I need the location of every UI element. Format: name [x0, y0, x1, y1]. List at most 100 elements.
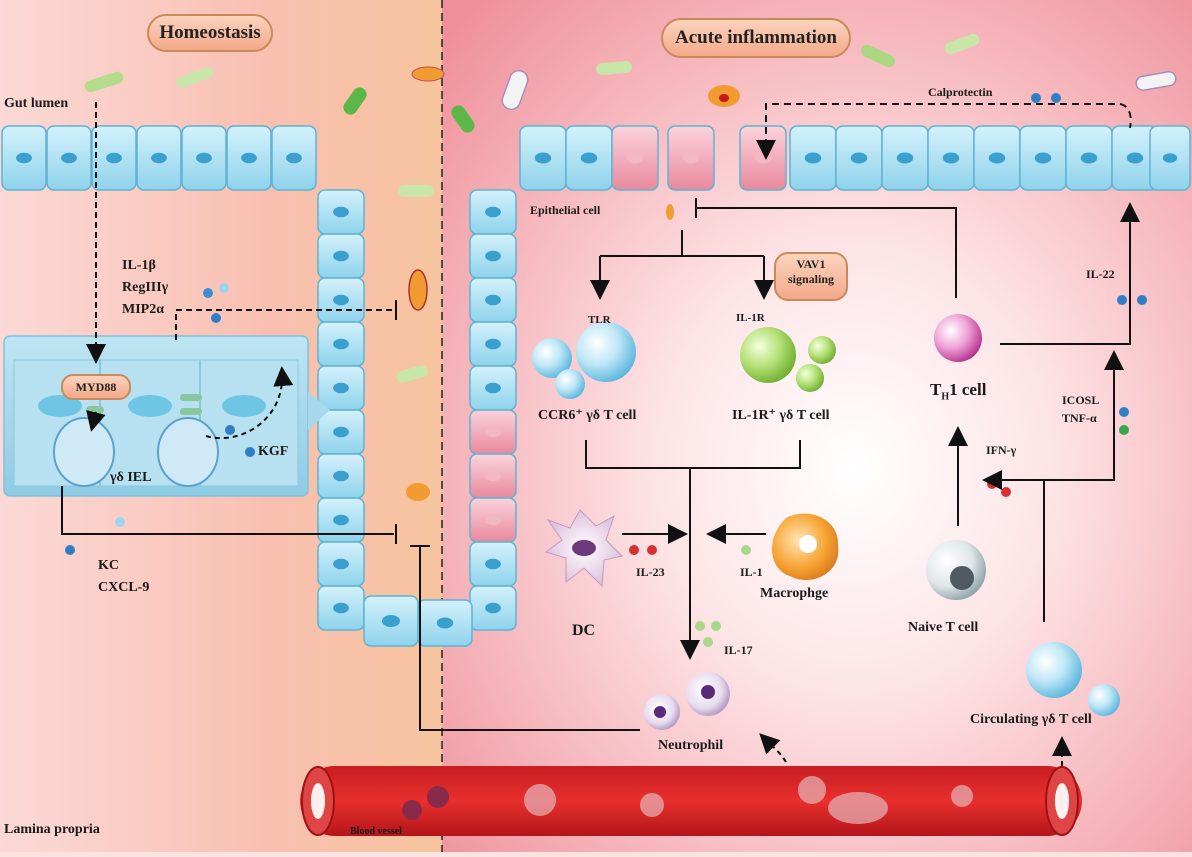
- epithelial-cell: [46, 125, 92, 191]
- epithelial-cell-label: Epithelial cell: [530, 203, 601, 217]
- ccr6-cell-label: CCR6⁺ γδ T cell: [538, 408, 637, 423]
- iel-cell-2: [157, 417, 219, 487]
- gut-lumen-label: Gut lumen: [4, 96, 69, 111]
- lamina-propria-label: Lamina propria: [4, 822, 100, 837]
- tlr-label: TLR: [588, 314, 611, 326]
- crypt-cell: [469, 409, 517, 455]
- myd88-label: MYD88: [61, 374, 131, 400]
- crypt-cell: [417, 599, 473, 647]
- neutrophil-label: Neutrophil: [658, 738, 724, 753]
- epithelial-cell: [789, 125, 837, 191]
- il22-label: IL-22: [1086, 267, 1115, 281]
- crypt-cell: [469, 321, 517, 367]
- crypt-cell: [469, 541, 517, 587]
- epithelial-cell: [973, 125, 1021, 191]
- crypt-cell: [469, 233, 517, 279]
- mip2a-label: MIP2α: [122, 302, 165, 317]
- macrophage-label: Macrophge: [760, 586, 829, 601]
- vav1-label-line1: VAV1: [796, 257, 826, 271]
- ifng-label: IFN-γ: [986, 443, 1017, 457]
- epithelial-cell: [519, 125, 567, 191]
- epithelial-cell: [1111, 125, 1159, 191]
- dendritic-cell: [544, 509, 623, 588]
- blood-vessel: [300, 766, 1082, 836]
- epithelial-cell: [181, 125, 227, 191]
- epithelial-cell: [91, 125, 137, 191]
- cxcl9-label: CXCL-9: [98, 580, 150, 595]
- crypt-cell: [469, 365, 517, 411]
- crypt-cell: [317, 233, 365, 279]
- dc-label: DC: [572, 622, 596, 639]
- crypt-cell: [317, 585, 365, 631]
- il1r-cell-cluster: [740, 327, 836, 392]
- epithelial-cell: [927, 125, 975, 191]
- crypt-cell: [363, 595, 419, 647]
- epithelial-cell: [565, 125, 613, 191]
- crypt-cell: [317, 365, 365, 411]
- epithelial-cell: [1, 125, 47, 191]
- th1-h: H: [941, 391, 950, 403]
- il1-label: IL-1: [740, 565, 763, 579]
- gd-iel-label: γδ IEL: [110, 470, 152, 485]
- il1r-label: IL-1R: [736, 312, 765, 324]
- epithelial-cell: [1149, 125, 1191, 191]
- crypt-cell: [317, 321, 365, 367]
- epithelial-cell: [271, 125, 317, 191]
- epithelial-cell: [136, 125, 182, 191]
- calprotectin-label: Calprotectin: [928, 85, 993, 99]
- crypt-cell: [469, 585, 517, 631]
- circulating-gd-cell: [1026, 642, 1120, 716]
- inflammation-title: Acute inflammation: [661, 18, 851, 58]
- crypt-cell: [469, 453, 517, 499]
- epithelial-cell: [611, 125, 659, 191]
- epithelial-cell: [1019, 125, 1067, 191]
- epithelial-cell: [1065, 125, 1113, 191]
- crypt-cell: [317, 497, 365, 543]
- th1-rest: 1 cell: [949, 380, 987, 399]
- naive-t-cell: [926, 540, 986, 600]
- crypt-cell: [469, 189, 517, 235]
- kgf-label: KGF: [258, 444, 289, 459]
- epithelial-cell: [667, 125, 715, 191]
- bacteria-icons: [84, 33, 1177, 501]
- macrophage-cell: [772, 513, 839, 581]
- ccr6-cell-cluster: [532, 322, 636, 399]
- il23-label: IL-23: [636, 565, 665, 579]
- naive-t-label: Naive T cell: [908, 620, 979, 635]
- kc-label: KC: [98, 558, 119, 573]
- homeostasis-title: Homeostasis: [147, 14, 273, 52]
- tnfa-label: TNF-α: [1062, 411, 1097, 425]
- th1-cell: [934, 314, 982, 362]
- crypt-cell: [317, 409, 365, 455]
- pathway-arrows: [61, 102, 1140, 766]
- cytokine-dots: [65, 93, 1147, 647]
- epithelial-cell: [226, 125, 272, 191]
- blood-vessel-label: Blood vessel: [350, 826, 402, 837]
- crypt-cell: [317, 189, 365, 235]
- epithelial-cell: [739, 125, 787, 191]
- vav1-label-line2: signaling: [787, 272, 835, 286]
- regiiig-label: RegIIIγ: [122, 280, 169, 295]
- epithelium-top-left: [1, 125, 317, 191]
- crypt-epithelium: [317, 189, 517, 647]
- th1-cell-label: TH1 cell: [930, 380, 986, 403]
- circulating-gd-label: Circulating γδ T cell: [970, 712, 1092, 727]
- vav1-signaling-label: VAV1 signaling: [774, 252, 848, 301]
- iel-cell-1: [53, 417, 115, 487]
- crypt-cell: [317, 453, 365, 499]
- crypt-cell: [469, 277, 517, 323]
- crypt-cell: [317, 541, 365, 587]
- icosl-label: ICOSL: [1062, 393, 1100, 407]
- epithelium-top-right: [519, 125, 1191, 191]
- il1b-label: IL-1β: [122, 258, 156, 273]
- il17-label: IL-17: [724, 643, 753, 657]
- th1-t: T: [930, 380, 942, 399]
- il1r-cell-label: IL-1R⁺ γδ T cell: [732, 408, 830, 423]
- epithelial-cell: [881, 125, 929, 191]
- crypt-cell: [317, 277, 365, 323]
- neutrophil-cells: [644, 672, 730, 730]
- epithelial-cell: [835, 125, 883, 191]
- crypt-cell: [469, 497, 517, 543]
